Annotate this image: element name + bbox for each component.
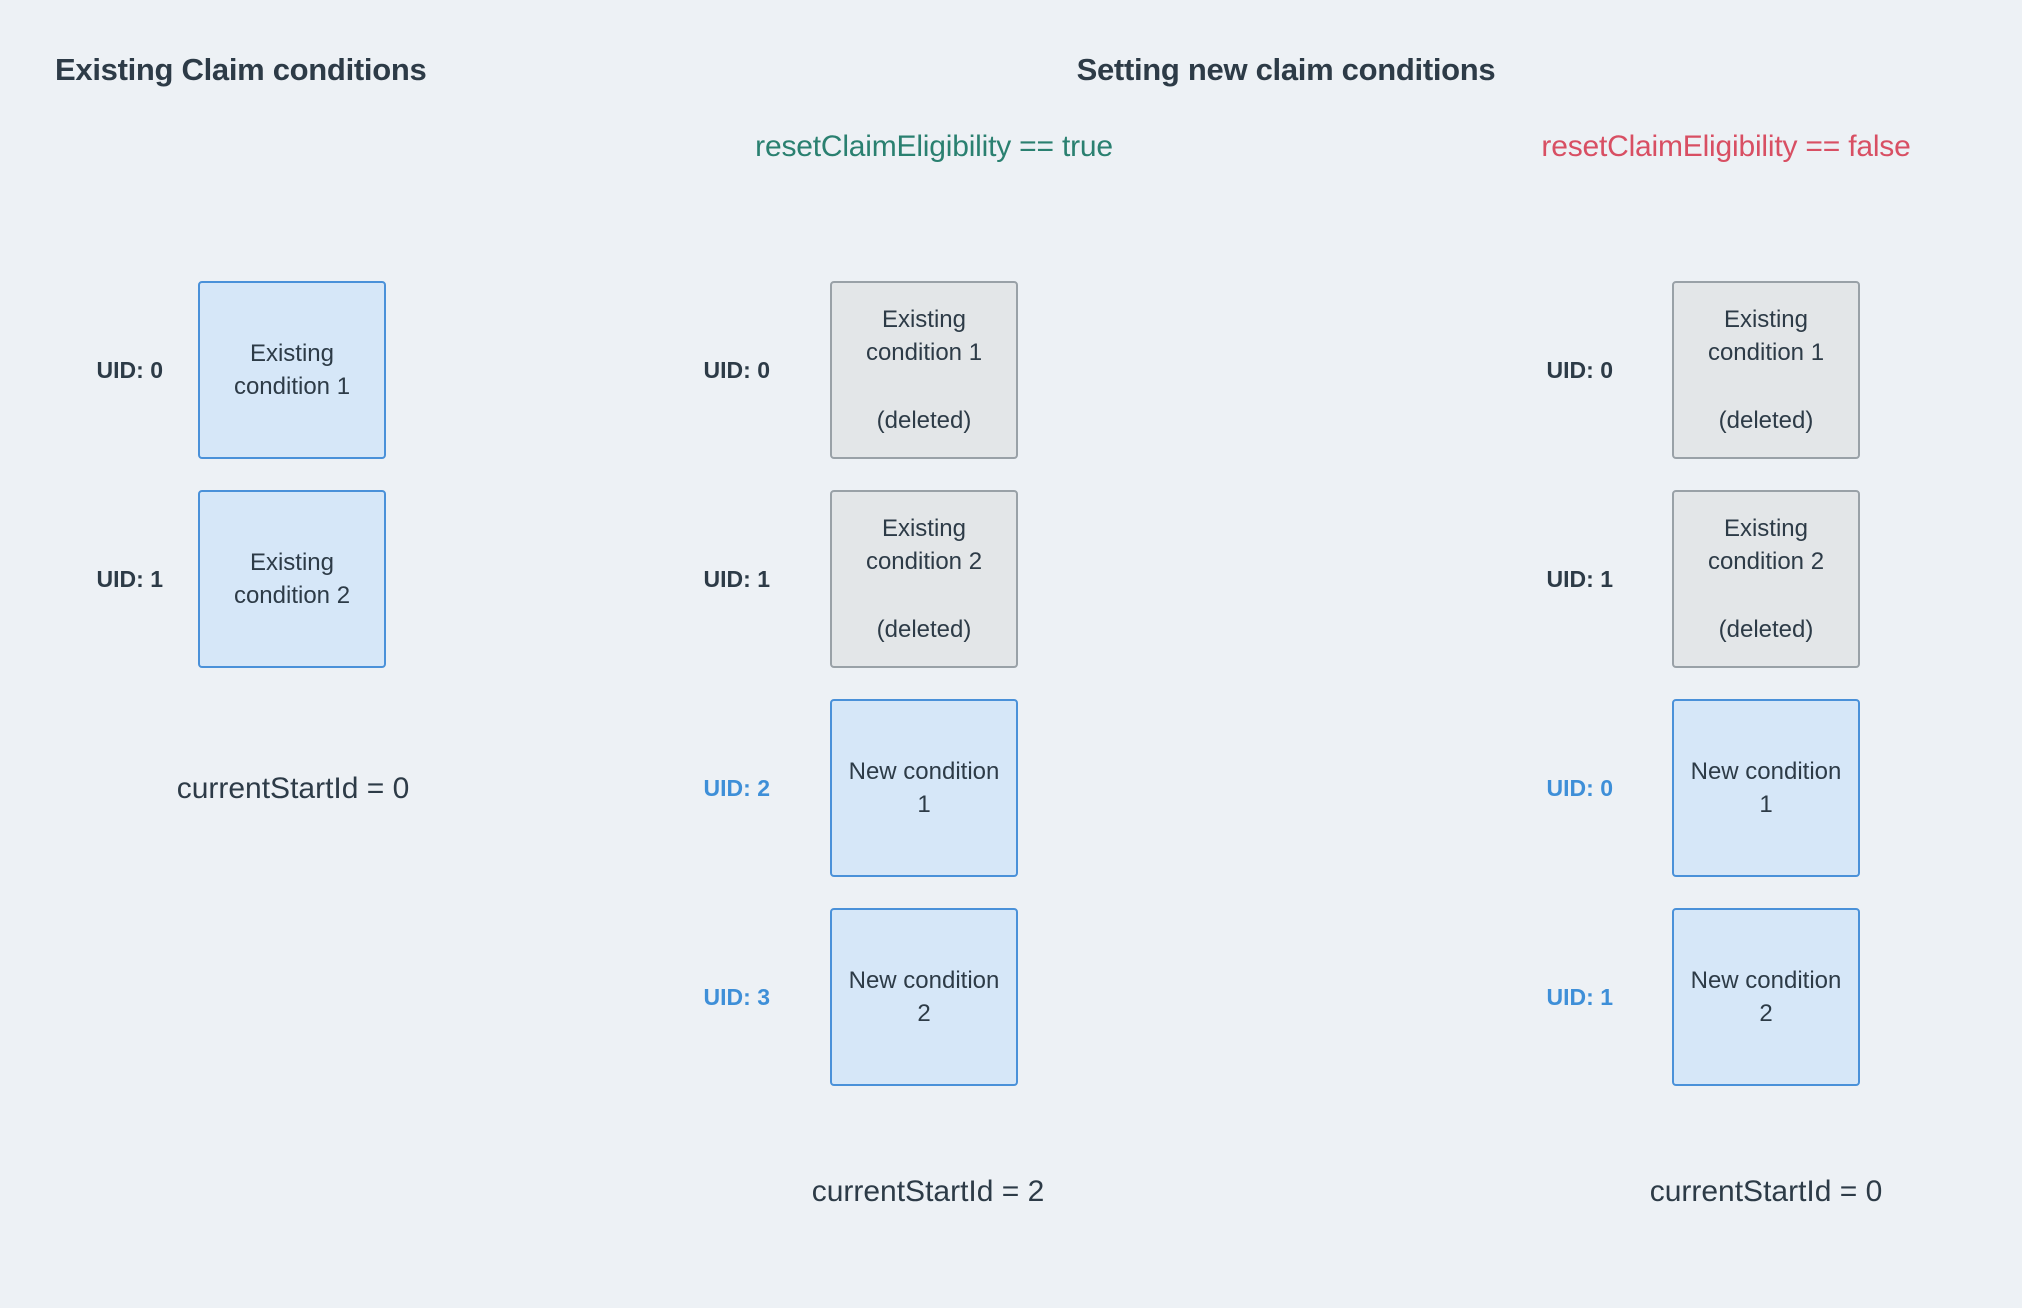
condition-box-label: New condition 2 <box>848 966 1000 1027</box>
condition-row: UID: 0 New condition 1 <box>1483 699 1860 877</box>
uid-label: UID: 0 <box>96 356 163 383</box>
deleted-note: (deleted) <box>1718 406 1814 434</box>
deleted-note: (deleted) <box>876 406 972 434</box>
new-condition-box: New condition 1 <box>830 699 1018 877</box>
deleted-note: (deleted) <box>876 615 972 643</box>
reset-claim-eligibility-false-label: resetClaimEligibility == false <box>1541 130 1911 163</box>
uid-label: UID: 1 <box>703 565 770 592</box>
reset-false-column: UID: 0 Existing condition 1 (deleted) UI… <box>1483 281 1860 1117</box>
condition-box-label: Existing condition 2 <box>865 515 983 576</box>
current-start-id-existing: currentStartId = 0 <box>176 772 410 805</box>
condition-box-label: Existing condition 2 <box>233 548 351 609</box>
deleted-condition-box: Existing condition 1 (deleted) <box>1672 281 1860 459</box>
new-condition-box: New condition 1 <box>1672 699 1860 877</box>
existing-condition-box: Existing condition 2 <box>198 490 386 668</box>
reset-true-column: UID: 0 Existing condition 1 (deleted) UI… <box>640 281 1018 1117</box>
condition-row: UID: 2 New condition 1 <box>640 699 1018 877</box>
condition-box-label: New condition 2 <box>1690 966 1842 1027</box>
uid-label: UID: 0 <box>1546 774 1613 801</box>
condition-row: UID: 3 New condition 2 <box>640 908 1018 1086</box>
condition-row: UID: 0 Existing condition 1 (deleted) <box>640 281 1018 459</box>
reset-claim-eligibility-true-label: resetClaimEligibility == true <box>755 130 1113 163</box>
condition-row: UID: 1 Existing condition 2 (deleted) <box>640 490 1018 668</box>
condition-box-label: Existing condition 1 <box>1707 306 1825 367</box>
existing-claim-conditions-title: Existing Claim conditions <box>55 52 427 87</box>
deleted-condition-box: Existing condition 1 (deleted) <box>830 281 1018 459</box>
uid-label: UID: 2 <box>703 774 770 801</box>
uid-label: UID: 1 <box>1546 983 1613 1010</box>
condition-row: UID: 1 New condition 2 <box>1483 908 1860 1086</box>
deleted-condition-box: Existing condition 2 (deleted) <box>1672 490 1860 668</box>
new-condition-box: New condition 2 <box>830 908 1018 1086</box>
deleted-note: (deleted) <box>1718 615 1814 643</box>
new-condition-box: New condition 2 <box>1672 908 1860 1086</box>
condition-box-label: Existing condition 1 <box>233 339 351 400</box>
uid-label: UID: 1 <box>1546 565 1613 592</box>
uid-label: UID: 0 <box>1546 356 1613 383</box>
condition-row: UID: 1 Existing condition 2 (deleted) <box>1483 490 1860 668</box>
setting-new-claim-conditions-title: Setting new claim conditions <box>1076 52 1496 87</box>
condition-row: UID: 1 Existing condition 2 <box>33 490 386 668</box>
existing-conditions-column: UID: 0 Existing condition 1 UID: 1 Exist… <box>33 281 386 699</box>
current-start-id-false-case: currentStartId = 0 <box>1649 1175 1883 1208</box>
condition-row: UID: 0 Existing condition 1 (deleted) <box>1483 281 1860 459</box>
condition-box-label: New condition 1 <box>848 757 1000 818</box>
uid-label: UID: 1 <box>96 565 163 592</box>
condition-box-label: Existing condition 2 <box>1707 515 1825 576</box>
condition-box-label: New condition 1 <box>1690 757 1842 818</box>
condition-box-label: Existing condition 1 <box>865 306 983 367</box>
existing-condition-box: Existing condition 1 <box>198 281 386 459</box>
uid-label: UID: 0 <box>703 356 770 383</box>
uid-label: UID: 3 <box>703 983 770 1010</box>
deleted-condition-box: Existing condition 2 (deleted) <box>830 490 1018 668</box>
condition-row: UID: 0 Existing condition 1 <box>33 281 386 459</box>
current-start-id-true-case: currentStartId = 2 <box>811 1175 1045 1208</box>
